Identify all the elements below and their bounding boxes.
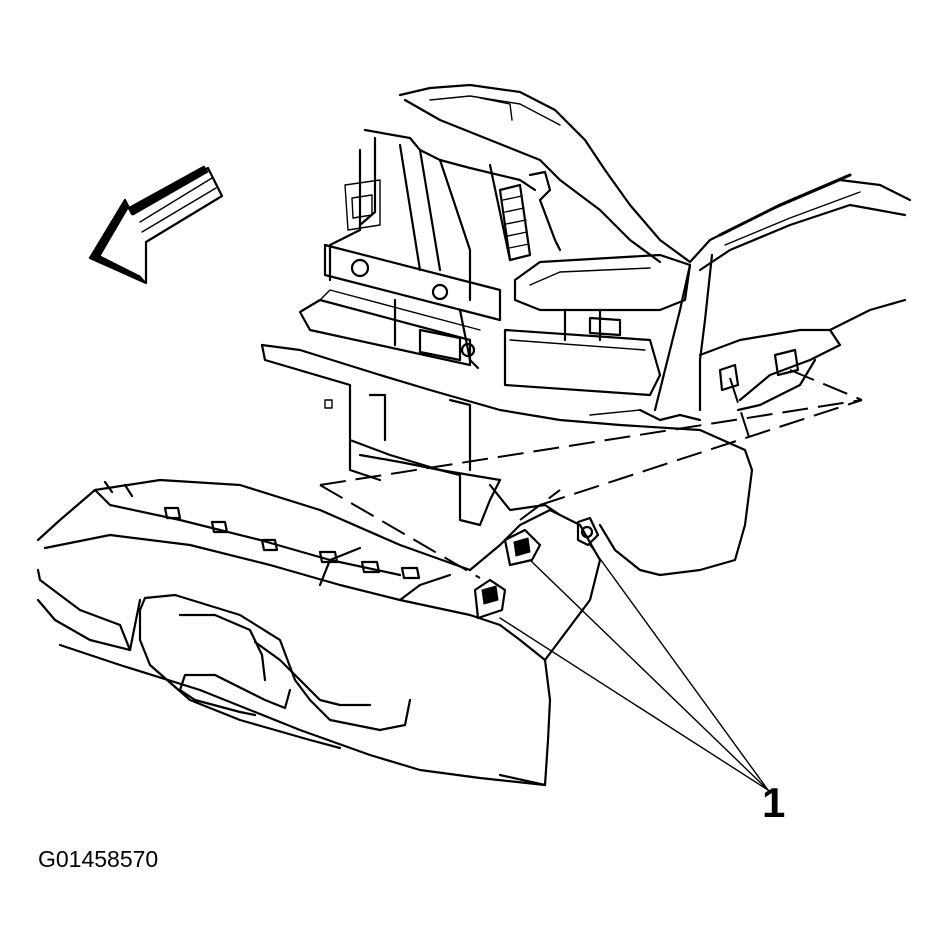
radiator-support (298, 83, 692, 370)
front-bumper-fascia (36, 478, 602, 787)
callout-number: 1 (762, 779, 786, 826)
front-direction-arrow-icon (88, 165, 224, 285)
fascia-retainers (473, 516, 600, 620)
front-fender (653, 173, 912, 412)
headlamp-assembly (503, 253, 692, 397)
figure-id-label: G01458570 (38, 846, 159, 872)
hood-latch-spring (498, 170, 562, 262)
alignment-lines (319, 369, 863, 579)
callout-leader-lines (499, 544, 769, 791)
